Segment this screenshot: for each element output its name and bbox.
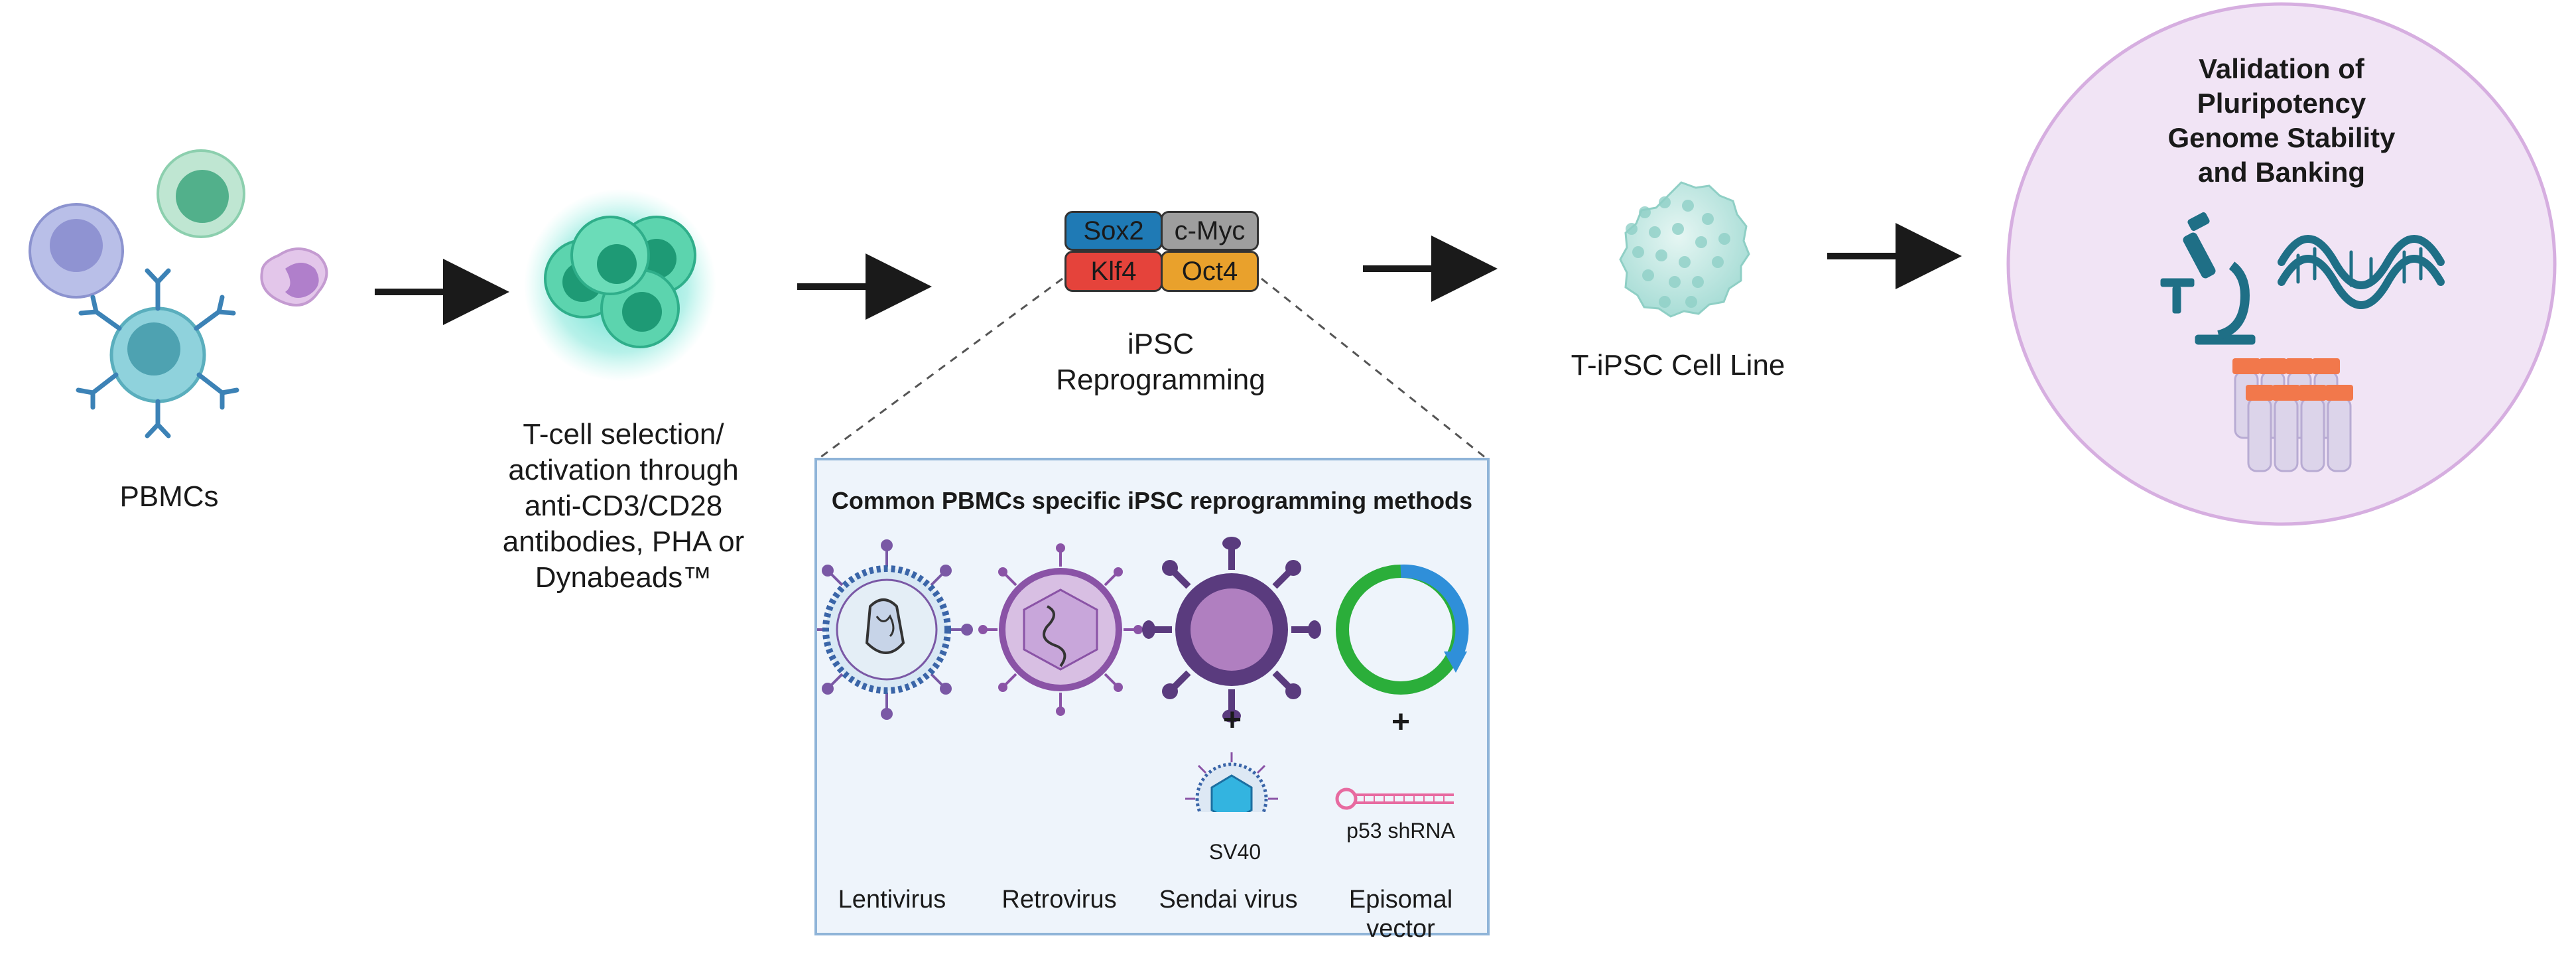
factor-c-myc: c-Myc [1161,211,1259,251]
episomal-vector-icon [1336,564,1469,695]
lentivirus-icon [817,539,973,720]
plus-episomal: + [1391,705,1411,740]
label-validation-line-3: Genome Stability [2167,122,2396,153]
label-ipsc-line-2: Reprogramming [1056,364,1265,396]
plus-sendai: + [1222,703,1242,738]
method-retrovirus: Retrovirus [1001,886,1117,914]
sendai-virus-icon [1142,537,1321,722]
label-tcell-line-5: Dynabeads™ [535,561,712,594]
label-tcell-line-2: activation through [508,454,739,486]
label-validation-line-1: Validation of [2199,53,2364,84]
label-tcell-selection: T-cell selection/ activation through ant… [478,417,769,596]
label-pbmcs: PBMCs [119,480,219,513]
reprogramming-methods-box: Common PBMCs specific iPSC reprogramming… [814,458,1490,943]
dashed-connector-right [1261,277,1486,459]
label-validation: Validation of Pluripotency Genome Stabil… [2149,52,2414,190]
label-validation-line-2: Pluripotency [2197,88,2366,119]
sv40-icon [1185,752,1278,812]
label-ipsc-reprogramming: iPSC Reprogramming [1048,326,1273,398]
factor-klf4: Klf4 [1064,251,1163,292]
method-episomal-vector: Episomal vector [1348,886,1453,943]
microscope-icon [2160,212,2256,345]
method-lentivirus: Lentivirus [838,886,946,914]
label-t-ipsc-cell-line: T-iPSC Cell Line [1571,349,1785,381]
factor-sox2: Sox2 [1064,211,1163,251]
retrovirus-icon [978,543,1143,716]
pbmcs-illustration [29,149,328,439]
label-sv40: SV40 [1208,840,1261,864]
label-tcell-line-1: T-cell selection/ [523,418,724,450]
label-p53-shrna: p53 shRNA [1346,819,1455,843]
label-ipsc-line-1: iPSC [1127,328,1194,360]
label-tcell-line-4: antibodies, PHA or [502,525,745,558]
methods-illustrations [817,537,1469,812]
factor-oct4: Oct4 [1161,251,1259,292]
t-cell-cluster-illustration [524,189,716,381]
p53-shrna-icon [1335,787,1454,810]
cryovial-tubes-icon [2232,358,2353,472]
label-validation-line-4: and Banking [2197,157,2366,188]
dashed-connector-left [819,277,1063,459]
label-tcell-line-3: anti-CD3/CD28 [524,490,723,522]
dna-icon [2278,235,2445,309]
method-sendai-virus: Sendai virus [1159,886,1298,914]
methods-title: Common PBMCs specific iPSC reprogramming… [831,487,1473,514]
t-ipsc-colony-illustration [1619,181,1750,318]
